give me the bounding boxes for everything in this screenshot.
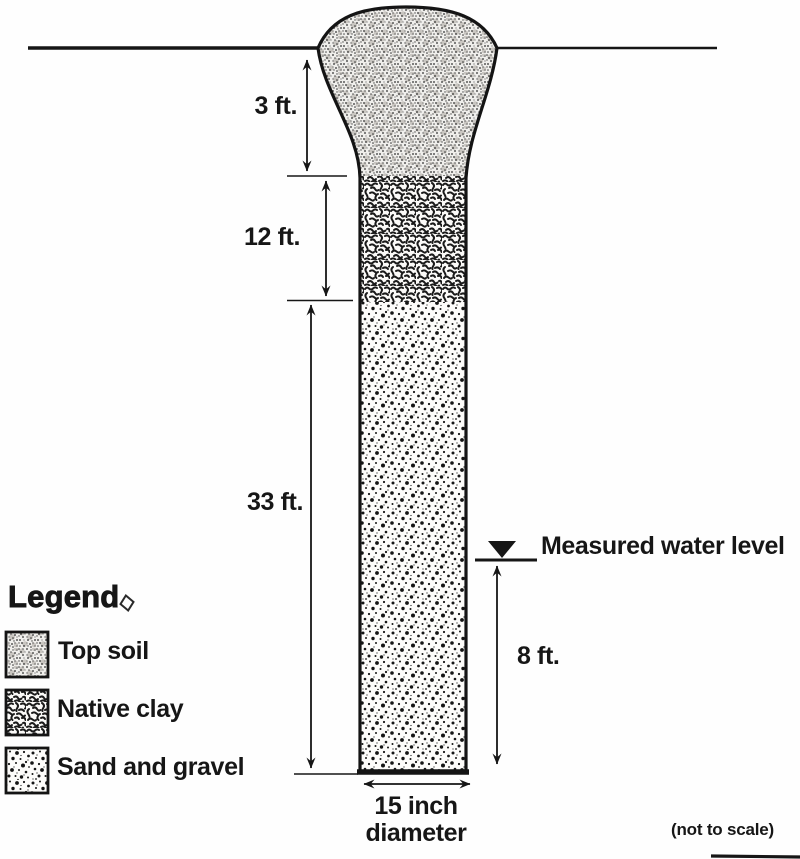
well-outline: [316, 5, 499, 774]
legend-swatch-native-clay: [4, 688, 50, 737]
legend-title: Legend: [8, 579, 120, 615]
legend-label-sand-gravel: Sand and gravel: [57, 753, 245, 781]
diameter-label: 15 inch diameter: [346, 793, 486, 847]
diameter-label-line1: 15 inch: [374, 792, 458, 820]
not-to-scale-note: (not to scale): [671, 820, 774, 839]
depth-label-top-soil: 3 ft.: [254, 92, 298, 120]
bottom-right-rule: [710, 854, 800, 859]
native-clay-layer: [318, 176, 497, 302]
dimension-lines: [287, 59, 502, 789]
depth-label-native-clay: 12 ft.: [244, 223, 300, 251]
diameter-label-line2: diameter: [365, 819, 467, 847]
water-level-triangle-icon: [488, 541, 516, 558]
legend-swatch-top-soil: [4, 630, 50, 679]
measured-water-level-label: Measured water level: [541, 532, 785, 560]
water-column-height-label: 8 ft.: [517, 642, 560, 670]
legend-label-native-clay: Native clay: [57, 695, 184, 723]
legend-label-top-soil: Top soil: [58, 637, 149, 665]
sand-gravel-layer: [318, 302, 497, 772]
depth-label-sand-gravel: 33 ft.: [247, 488, 303, 516]
legend-swatch-sand-gravel: [4, 746, 50, 795]
